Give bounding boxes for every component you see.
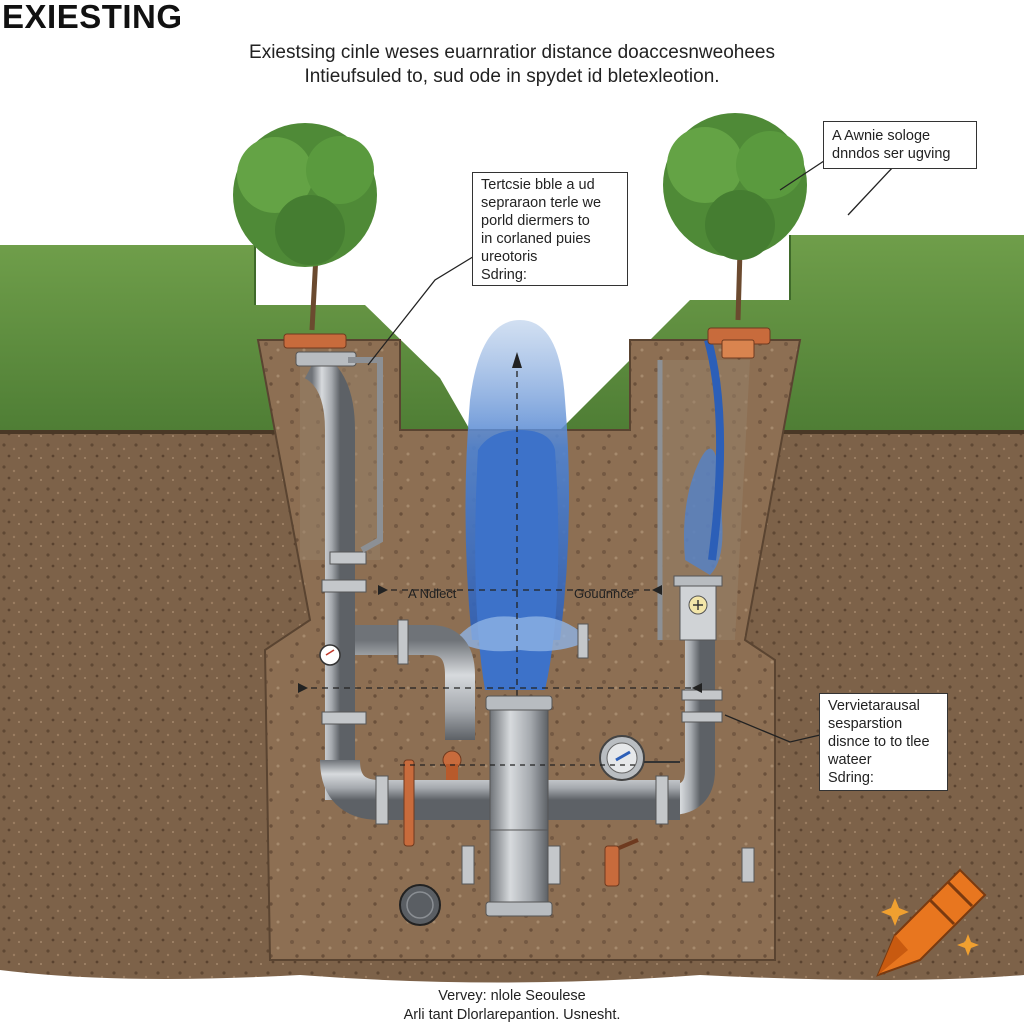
pipe-left-elbow bbox=[355, 619, 475, 740]
subtitle-line-2: Intieufsuled to, sud ode in spydet id bl… bbox=[304, 66, 720, 87]
page-title: EXIESTING bbox=[2, 0, 183, 35]
callout-line: sesparstion bbox=[828, 716, 903, 732]
dimension-label-right: Gouunnce bbox=[574, 586, 634, 601]
callout-line: Tertcsie bble a ud bbox=[481, 177, 595, 193]
water-plume bbox=[455, 320, 590, 690]
water-plume-right bbox=[684, 338, 725, 575]
tree-icon bbox=[233, 123, 377, 331]
manhole-cover-icon bbox=[399, 884, 441, 926]
callout-center: Tertcsie bble a ud sepraraon terle we po… bbox=[472, 172, 628, 286]
callout-line: Vervietarausal bbox=[828, 698, 920, 714]
pipe-deep bbox=[280, 829, 755, 917]
callout-line: in corlaned puies bbox=[481, 231, 591, 247]
footer-line-2: Arli tant Dlorlarepantion. Usnesht. bbox=[403, 1007, 621, 1023]
valve-icon bbox=[283, 327, 771, 887]
callout-right: Vervietarausal sesparstion disnce to to … bbox=[819, 693, 948, 791]
footer-line-1: Vervey: nlole Seoulese bbox=[438, 988, 586, 1004]
callout-line: ureotoris bbox=[481, 249, 538, 265]
callout-line: wateer bbox=[828, 752, 872, 768]
pipe-bottom bbox=[320, 695, 680, 831]
callout-line: sepraraon terle we bbox=[481, 195, 602, 211]
gauge-icon bbox=[319, 644, 341, 666]
callout-line: porld diermers to bbox=[481, 213, 590, 229]
pipe-left bbox=[295, 351, 383, 800]
gauge-icon bbox=[688, 595, 708, 615]
dimension-label-left: A Ndlect bbox=[408, 586, 457, 601]
subtitle-line-1: Exiestsing cinle weses euarnratior dista… bbox=[249, 42, 775, 63]
callout-line: A Awnie sologe bbox=[832, 128, 931, 144]
sparkle-icon bbox=[881, 898, 979, 956]
crayon-icon bbox=[876, 868, 987, 977]
callout-line: dnndos ser ugving bbox=[832, 146, 951, 162]
callout-top-right: A Awnie sologe dnndos ser ugving bbox=[823, 121, 977, 169]
callout-line: disnce to to tlee bbox=[828, 734, 930, 750]
tree-icon bbox=[663, 113, 807, 321]
callout-line: Sdring: bbox=[828, 770, 874, 786]
callout-line: Sdring: bbox=[481, 267, 527, 283]
